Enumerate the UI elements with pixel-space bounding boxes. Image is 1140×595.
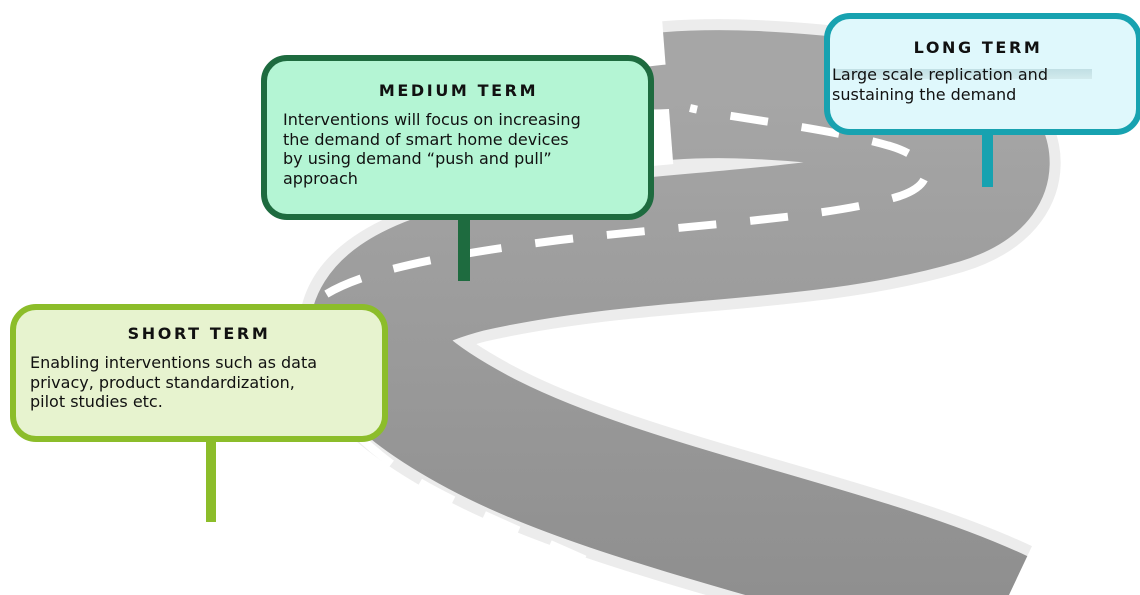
medium-term-text-line-4: approach bbox=[283, 168, 358, 188]
long-term-text-highlight bbox=[834, 69, 1092, 79]
medium-term-signpost bbox=[458, 214, 470, 281]
medium-term-text-line-1: Interventions will focus on increasing bbox=[283, 110, 581, 129]
short-term-sign: SHORT TERM Enabling interventions such a… bbox=[10, 304, 388, 442]
medium-term-text-line-2: the demand of smart home devices bbox=[283, 129, 569, 149]
long-term-text-line-2: sustaining the demand bbox=[832, 84, 1017, 104]
long-term-title: LONG TERM bbox=[913, 38, 1043, 57]
lane-marking bbox=[294, 104, 930, 594]
short-term-text-line-2: privacy, product standardization, bbox=[30, 372, 295, 392]
short-term-text-line-3: pilot studies etc. bbox=[30, 392, 163, 411]
long-term-sign: LONG TERM Large scale replication and su… bbox=[824, 13, 1140, 135]
medium-term-text-line-3: by using demand “push and pull” bbox=[283, 149, 552, 168]
long-term-text-line-1: Large scale replication and bbox=[832, 65, 1048, 84]
short-term-title: SHORT TERM bbox=[127, 324, 271, 343]
long-term-signpost bbox=[982, 130, 993, 187]
short-term-signpost bbox=[206, 438, 216, 522]
medium-term-sign: MEDIUM TERM Interventions will focus on … bbox=[261, 55, 654, 220]
short-term-text-line-1: Enabling interventions such as data bbox=[30, 353, 318, 372]
medium-term-title: MEDIUM TERM bbox=[378, 81, 539, 100]
